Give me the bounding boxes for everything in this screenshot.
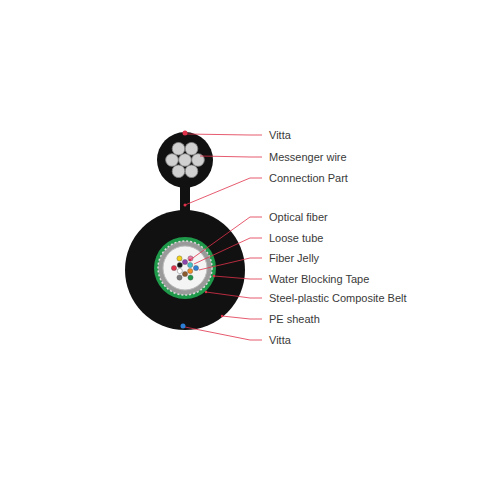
main-cable bbox=[125, 210, 245, 330]
part-label: Fiber Jelly bbox=[269, 251, 319, 265]
optical-fibers bbox=[171, 256, 198, 280]
part-label: Optical fiber bbox=[269, 210, 328, 224]
steel-strand bbox=[185, 165, 198, 178]
part-label: Connection Part bbox=[269, 171, 348, 185]
fiber bbox=[177, 275, 182, 280]
part-label: Loose tube bbox=[269, 231, 323, 245]
part-label: Vitta bbox=[269, 128, 291, 142]
steel-plastic-belt bbox=[158, 241, 212, 295]
fiber bbox=[182, 259, 187, 264]
steel-strand bbox=[179, 154, 192, 167]
steel-strand bbox=[185, 142, 198, 155]
leader-line bbox=[190, 217, 262, 260]
steel-strand bbox=[172, 142, 185, 155]
fiber bbox=[188, 268, 193, 273]
leader-line bbox=[214, 276, 262, 279]
fiber bbox=[177, 268, 182, 273]
fiber bbox=[171, 265, 176, 270]
fiber bbox=[188, 275, 193, 280]
part-label: Vitta bbox=[269, 333, 291, 347]
leader-dot bbox=[189, 259, 191, 261]
fiber bbox=[193, 265, 198, 270]
leader-line bbox=[186, 134, 262, 135]
leader-dot bbox=[184, 204, 187, 207]
leader-dot bbox=[205, 291, 207, 293]
vitta-mark bbox=[181, 324, 186, 329]
steel-strand bbox=[192, 154, 205, 167]
leader-dots bbox=[184, 204, 224, 318]
part-label: PE sheath bbox=[269, 312, 320, 326]
leader-dot bbox=[213, 275, 215, 277]
leader-line bbox=[222, 316, 262, 319]
messenger-sheath bbox=[157, 132, 213, 188]
steel-strand bbox=[166, 154, 179, 167]
leader-line bbox=[200, 156, 262, 157]
leader-line bbox=[185, 178, 262, 205]
messenger-strands bbox=[166, 142, 205, 177]
vitta-mark bbox=[183, 131, 188, 136]
part-label: Water Blocking Tape bbox=[269, 272, 369, 286]
leader-line bbox=[199, 258, 262, 270]
part-label: Steel-plastic Composite Belt bbox=[269, 291, 407, 305]
pe-sheath bbox=[125, 210, 245, 330]
fiber bbox=[182, 271, 187, 276]
leader-line bbox=[194, 238, 262, 264]
leader-line bbox=[206, 292, 262, 298]
messenger-part bbox=[157, 131, 213, 221]
fiber bbox=[177, 262, 182, 267]
part-label: Messenger wire bbox=[269, 150, 347, 164]
leader-dot bbox=[221, 315, 223, 317]
leader-line bbox=[185, 327, 262, 340]
fiber bbox=[188, 262, 193, 267]
fiber bbox=[177, 256, 182, 261]
steel-strand bbox=[172, 165, 185, 178]
leader-lines bbox=[185, 134, 262, 340]
